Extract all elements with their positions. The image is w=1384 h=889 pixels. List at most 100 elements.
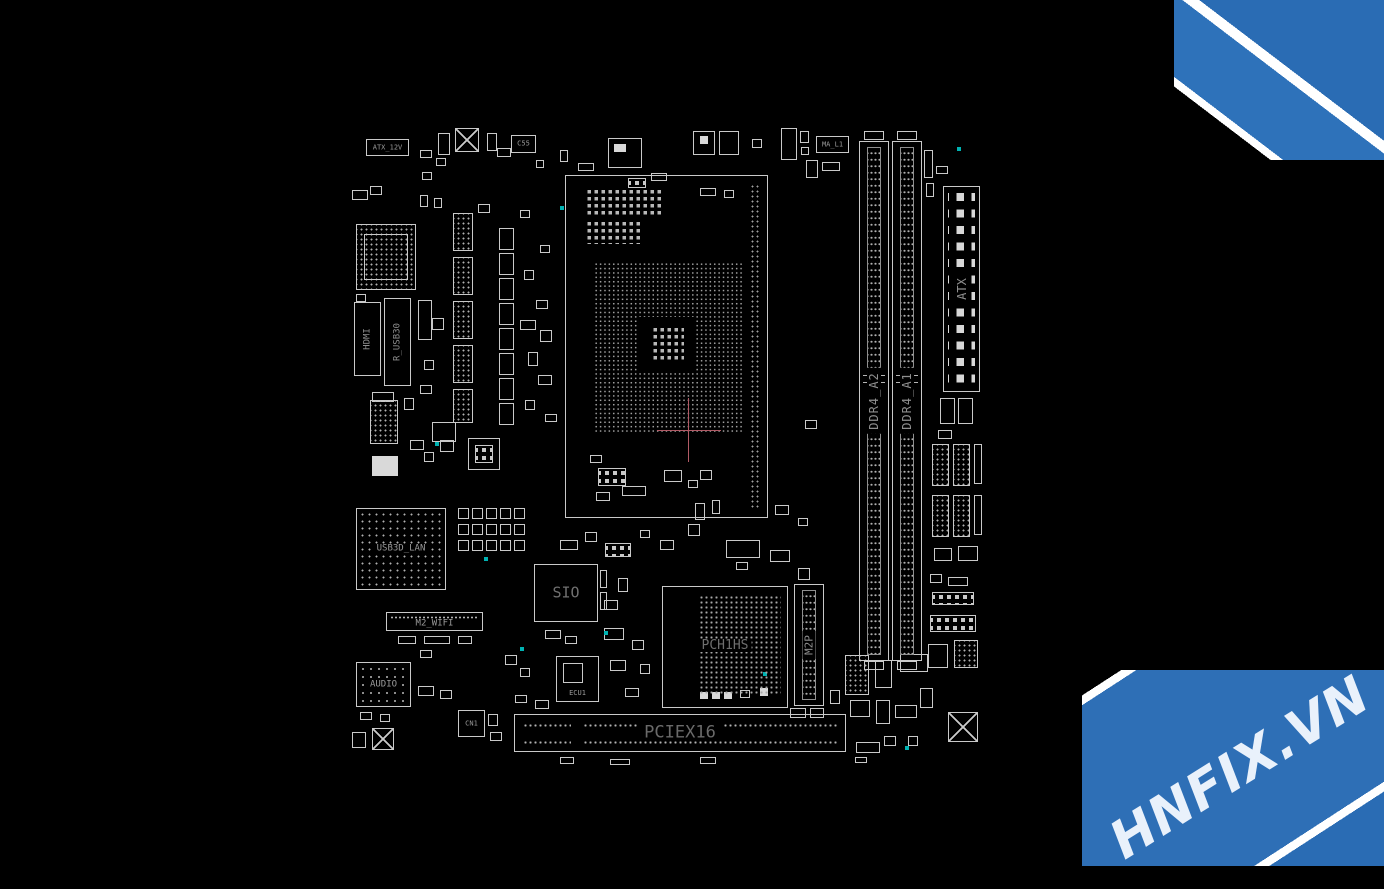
- component: [499, 403, 514, 425]
- component: [487, 133, 497, 151]
- ddr4-a2-label: DDR4_A2: [867, 368, 881, 434]
- component: [499, 353, 514, 375]
- component: [628, 178, 646, 188]
- component: [352, 190, 368, 200]
- test-point: [957, 147, 961, 151]
- sio-label: SIO: [552, 583, 580, 602]
- highlight-cross-horizontal: [657, 430, 721, 431]
- component: [664, 470, 682, 482]
- component: [948, 712, 978, 742]
- m2-wifi-label: M2_WIFI: [412, 619, 457, 629]
- component: [458, 508, 469, 519]
- component: [693, 131, 715, 155]
- component: [724, 190, 734, 198]
- component: [940, 398, 955, 424]
- ecu1-label: ECU1: [569, 689, 586, 697]
- component: [436, 158, 446, 166]
- watermark-ribbon-bottom-right: [1082, 670, 1384, 866]
- component: [622, 486, 646, 496]
- component: [584, 190, 662, 216]
- component: [932, 495, 949, 537]
- component: [900, 654, 928, 672]
- test-point: [484, 557, 488, 561]
- test-point: [905, 746, 909, 750]
- component: [505, 655, 517, 665]
- component: [486, 524, 497, 535]
- m2p-label: M2P: [802, 631, 816, 659]
- component: [499, 303, 514, 325]
- component: [855, 757, 867, 763]
- component: [604, 600, 618, 610]
- component: [920, 688, 933, 708]
- connector-atx: ATX: [943, 186, 980, 392]
- component: [700, 470, 712, 480]
- component: [936, 166, 948, 174]
- component: [528, 352, 538, 366]
- component: [876, 700, 890, 724]
- component: [974, 444, 982, 484]
- component: [514, 540, 525, 551]
- component: [520, 668, 530, 677]
- cpu-socket: [565, 175, 768, 518]
- component: [515, 695, 527, 703]
- component: [497, 148, 511, 157]
- component: [499, 253, 514, 275]
- component: [958, 398, 973, 424]
- component: [932, 592, 974, 605]
- component: [830, 690, 840, 704]
- component: [614, 144, 626, 152]
- component: [895, 705, 917, 718]
- component: [934, 548, 952, 561]
- component: [610, 660, 626, 671]
- component: [596, 492, 610, 501]
- component: [781, 128, 797, 160]
- component: [770, 550, 790, 562]
- component: [458, 524, 469, 535]
- component: [360, 712, 372, 720]
- component: [822, 162, 840, 171]
- component: [719, 131, 739, 155]
- component: [632, 640, 644, 650]
- component: [372, 456, 398, 476]
- component: [453, 301, 473, 339]
- connector-r-usb30: R_USB30: [384, 298, 411, 386]
- component: [499, 228, 514, 250]
- component: [453, 345, 473, 383]
- component: [472, 524, 483, 535]
- component: [924, 150, 933, 178]
- component: [370, 186, 382, 195]
- component: [432, 318, 444, 330]
- component: [560, 150, 568, 162]
- component: [801, 147, 809, 155]
- component: [486, 508, 497, 519]
- component: [424, 452, 434, 462]
- component: [540, 245, 550, 253]
- component: [775, 505, 789, 515]
- component: [420, 195, 428, 207]
- component: [930, 574, 942, 583]
- component: [535, 700, 549, 709]
- component: [660, 540, 674, 550]
- component: [472, 508, 483, 519]
- pciex16-label: PCIEX16: [638, 724, 722, 742]
- audio-label: AUDIO: [367, 679, 400, 690]
- component: [458, 636, 472, 644]
- component: [540, 330, 552, 342]
- test-point: [435, 442, 439, 446]
- component: [424, 636, 450, 644]
- r-usb30-label: R_USB30: [392, 319, 403, 365]
- component: [514, 508, 525, 519]
- component: [440, 690, 452, 699]
- component: [798, 568, 810, 580]
- component: [640, 530, 650, 538]
- component: [688, 480, 698, 488]
- component: [736, 562, 748, 570]
- test-point: [520, 647, 524, 651]
- component: [499, 278, 514, 300]
- component: [488, 714, 498, 726]
- component: [948, 577, 968, 586]
- cpu-center-components: [650, 328, 684, 362]
- test-point: [604, 631, 608, 635]
- component: [525, 400, 535, 410]
- component: [700, 757, 716, 764]
